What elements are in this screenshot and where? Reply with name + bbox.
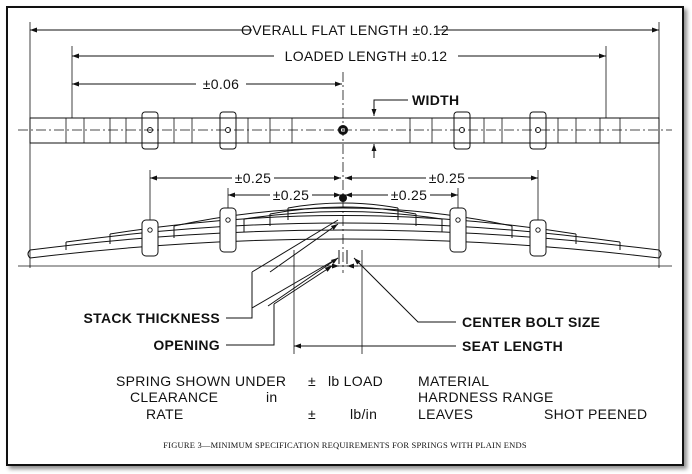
spring-shown-under-label: SPRING SHOWN UNDER <box>116 373 286 389</box>
hardness-range-label: HARDNESS RANGE <box>418 389 554 405</box>
loaded-length-label: LOADED LENGTH ±0.12 <box>285 48 448 64</box>
tolerance-025-left-outer: ±0.25 <box>235 170 271 186</box>
dimension-labels: OVERALL FLAT LENGTH ±0.12 LOADED LENGTH … <box>203 22 465 203</box>
tolerance-006-label: ±0.06 <box>203 76 239 92</box>
seat-length-label: SEAT LENGTH <box>462 338 563 354</box>
callout-leaders <box>226 219 456 354</box>
lb-load-label: lb LOAD <box>328 373 383 389</box>
width-label: WIDTH <box>412 92 459 108</box>
tolerance-025-right-inner: ±0.25 <box>391 187 427 203</box>
spec-block: SPRING SHOWN UNDER ± lb LOAD MATERIAL CL… <box>116 373 647 422</box>
dimension-lines <box>29 22 660 268</box>
spring-top-view <box>18 111 672 150</box>
in-unit-label: in <box>266 389 278 405</box>
opening-label: OPENING <box>153 337 220 353</box>
plus-minus-1: ± <box>308 373 316 389</box>
leaves-label: LEAVES <box>418 406 473 422</box>
material-label: MATERIAL <box>418 373 489 389</box>
overall-flat-length-label: OVERALL FLAT LENGTH ±0.12 <box>241 22 449 38</box>
tolerance-025-right-outer: ±0.25 <box>429 170 465 186</box>
figure-caption: FIGURE 3—MINIMUM SPECIFICATION REQUIREME… <box>163 440 527 450</box>
clip-spacing-dimensions <box>149 170 539 226</box>
figure-frame: OVERALL FLAT LENGTH ±0.12 LOADED LENGTH … <box>6 6 684 466</box>
clearance-label: CLEARANCE <box>130 389 218 405</box>
shot-peened-label: SHOT PEENED <box>544 406 647 422</box>
spring-side-view <box>18 194 672 267</box>
tolerance-025-left-inner: ±0.25 <box>273 187 309 203</box>
center-bolt-size-label: CENTER BOLT SIZE <box>462 314 600 330</box>
leaf-spring-drawing: OVERALL FLAT LENGTH ±0.12 LOADED LENGTH … <box>18 22 672 450</box>
lb-in-unit-label: lb/in <box>350 406 377 422</box>
stack-thickness-label: STACK THICKNESS <box>84 310 220 326</box>
plus-minus-2: ± <box>308 406 316 422</box>
rate-label: RATE <box>146 406 184 422</box>
callout-labels: STACK THICKNESS OPENING CENTER BOLT SIZE… <box>84 310 600 354</box>
